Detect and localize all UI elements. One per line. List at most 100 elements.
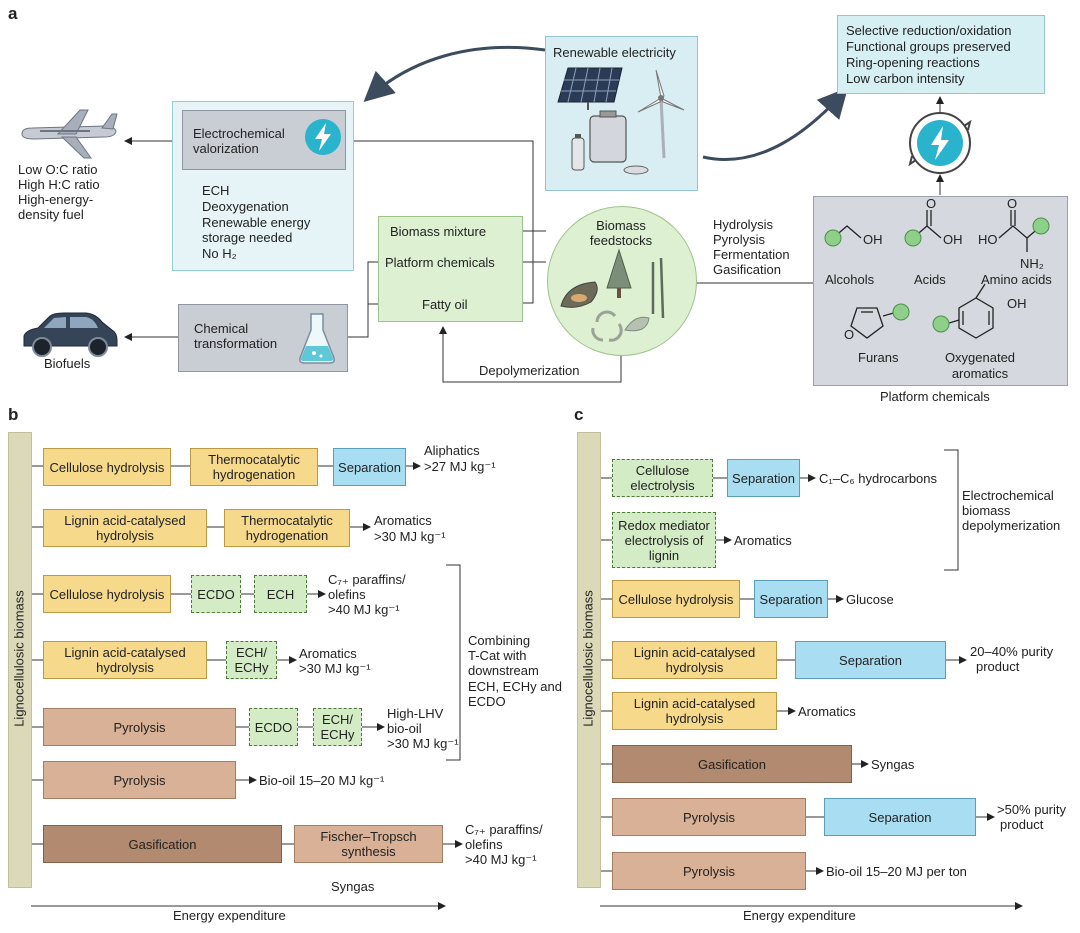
panel-label-a: a [8, 4, 18, 23]
selective-properties-box [837, 15, 1045, 94]
depolymerization-label: Depolymerization [479, 363, 580, 378]
c-out-aromatics-2: Aromatics [798, 704, 856, 719]
b-ech-1: ECH [254, 575, 307, 613]
b-out-aromatics-2: Aromatics [299, 646, 357, 661]
b-out-aromatics-1-energy: >30 MJ kg⁻¹ [374, 529, 446, 544]
c-out-glucose: Glucose [846, 592, 894, 607]
b-out-biooil-2: Bio-oil 15–20 MJ kg⁻¹ [259, 773, 385, 788]
renewable-sources-icon [557, 67, 685, 175]
b-out-aliphatics-energy: >27 MJ kg⁻¹ [424, 459, 496, 474]
biomass-feed-2: feedstocks [589, 233, 653, 248]
oxygenated-label-2: aromatics [951, 366, 1009, 381]
process-pyrolysis: Pyrolysis [713, 232, 766, 247]
biomass-mixture-label: Biomass mixture [390, 224, 487, 239]
aircraft-caption-4: density fuel [18, 207, 84, 222]
aircraft-icon [21, 109, 118, 159]
b-thermocatalytic-1: Thermocatalytic hydrogenation [190, 448, 318, 486]
flask-icon [299, 313, 335, 364]
b-out-aromatics-2-energy: >30 MJ kg⁻¹ [299, 661, 371, 676]
c-separation-3: Separation [795, 641, 946, 679]
biomass-feed-1: Biomass [596, 218, 646, 233]
c-out-hydrocarbons: C₁–C₆ hydrocarbons [819, 471, 938, 486]
b-combining-1: Combining [468, 633, 531, 648]
renewable-title: Renewable electricity [553, 45, 676, 60]
c-out-biooil: Bio-oil 15–20 MJ per ton [826, 864, 967, 879]
b-separation-1: Separation [333, 448, 406, 486]
c-separation-1: Separation [727, 459, 800, 497]
c-out-syngas: Syngas [871, 757, 915, 772]
c-electro-depoly-1: Electrochemical [962, 488, 1054, 503]
b-ecdo-1: ECDO [191, 575, 241, 613]
panel-label-b: b [8, 405, 19, 424]
alcohols-label: Alcohols [825, 272, 875, 287]
b-out-highlhv: High-LHV [387, 706, 444, 721]
lignocellulosic-label-b: Lignocellulosic biomass [11, 590, 27, 727]
biomass-mixture-box [378, 216, 523, 322]
selective-2: Functional groups preserved [846, 39, 1011, 54]
c-out-aromatics-1: Aromatics [734, 533, 792, 548]
c-separation-4: Separation [824, 798, 976, 836]
electrochemical-cycle-icon [908, 112, 972, 174]
amino-acids-label: Amino acids [981, 272, 1052, 287]
electro-title-2: valorization [193, 141, 259, 156]
lignocellulosic-bar-c [577, 432, 601, 888]
process-gasification: Gasification [713, 262, 781, 277]
b-cellulose-hydrolysis-2: Cellulose hydrolysis [43, 575, 171, 613]
b-thermocatalytic-2: Thermocatalytic hydrogenation [224, 509, 350, 547]
b-ecdo-2: ECDO [249, 708, 298, 746]
aircraft-caption-1: Low O:C ratio [18, 162, 98, 177]
aircraft-caption-2: High H:C ratio [18, 177, 100, 192]
b-out-c7-2: C₇₊ paraffins/ [465, 822, 543, 837]
b-ech-echy-1: ECH/ ECHy [226, 641, 277, 679]
biomass-icons [560, 248, 665, 342]
b-out-olefins-2: olefins [465, 837, 503, 852]
b-out-aromatics-1: Aromatics [374, 513, 432, 528]
b-syngas: Syngas [331, 879, 375, 894]
acid-o: O [926, 196, 937, 211]
b-pyrolysis-2: Pyrolysis [43, 761, 236, 799]
b-combining-5: ECDO [468, 694, 506, 709]
lightning-icon [305, 119, 341, 155]
c-energy-expenditure: Energy expenditure [743, 908, 856, 923]
c-out-product-1: product [976, 659, 1020, 674]
process-fermentation: Fermentation [713, 247, 790, 262]
electro-title-1: Electrochemical [193, 126, 285, 141]
oxygenated-label-1: Oxygenated [944, 350, 1016, 365]
selective-4: Low carbon intensity [846, 71, 965, 86]
acids-label: Acids [914, 272, 946, 287]
lignocellulosic-label-c: Lignocellulosic biomass [580, 590, 596, 727]
b-combining-2: T-Cat with [468, 648, 527, 663]
fatty-oil-label: Fatty oil [422, 297, 468, 312]
c-electro-depoly-3: depolymerization [962, 518, 1061, 533]
b-out-c7-energy-1: >40 MJ kg⁻¹ [328, 602, 400, 617]
c-electro-depoly-2: biomass [962, 503, 1011, 518]
b-energy-expenditure: Energy expenditure [173, 908, 286, 923]
aircraft-caption-3: High-energy- [18, 192, 94, 207]
b-cellulose-hydrolysis-1: Cellulose hydrolysis [43, 448, 171, 486]
platform-chemicals-panel [813, 196, 1068, 386]
panel-label-c: c [574, 405, 584, 424]
chem-transform-2: transformation [194, 336, 278, 351]
b-lignin-hydrolysis-2: Lignin acid-catalysed hydrolysis [43, 641, 207, 679]
c-lignin-hydrolysis-2: Lignin acid-catalysed hydrolysis [612, 692, 777, 730]
lignocellulosic-bar-b [8, 432, 32, 888]
c-cellulose-hydrolysis: Cellulose hydrolysis [612, 580, 740, 618]
b-gasification: Gasification [43, 825, 282, 863]
b-out-biooil: bio-oil [387, 721, 422, 736]
c-pyrolysis-2: Pyrolysis [612, 852, 806, 890]
b-combining-3: downstream [468, 663, 539, 678]
alcohol-oh: OH [863, 232, 883, 247]
b-out-olefins-1: olefins [328, 587, 366, 602]
c-separation-2: Separation [754, 580, 828, 618]
oxy-oh: OH [1007, 296, 1027, 311]
b-combining-4: ECH, ECHy and [468, 679, 562, 694]
furans-label: Furans [858, 350, 899, 365]
chemical-structures [824, 210, 1050, 339]
electro-item-5: No H₂ [202, 246, 237, 261]
electro-item-4: storage needed [202, 230, 293, 245]
b-out-c7-energy-2: >40 MJ kg⁻¹ [465, 852, 537, 867]
c-gasification: Gasification [612, 745, 852, 783]
electro-item-2: Deoxygenation [202, 199, 289, 214]
